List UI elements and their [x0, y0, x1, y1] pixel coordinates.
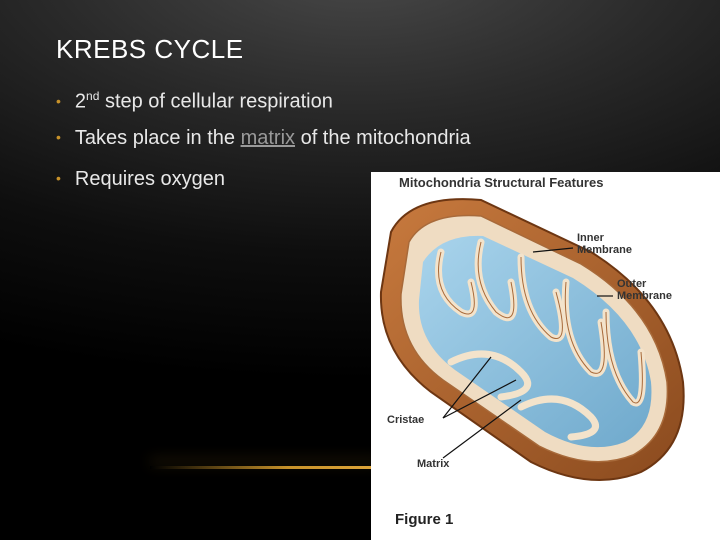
outer-membrane-label: Outer Membrane — [617, 278, 672, 302]
outer-label-line1: Outer — [617, 278, 647, 290]
cristae-label: Cristae — [387, 414, 425, 426]
bullet-text-pre: Takes place in the — [74, 127, 241, 149]
bullet-item: • Takes place in the matrix of the mitoch… — [56, 125, 471, 149]
label-pointers — [442, 247, 613, 459]
bullet-text-pre: 2 — [74, 90, 87, 113]
matrix-label: Matrix — [417, 458, 450, 470]
inner-label-line2: Membrane — [577, 244, 633, 256]
decorative-glow-line — [150, 466, 380, 469]
matrix-shape — [418, 235, 652, 448]
inner-membrane-label: Inner Membrane — [577, 232, 632, 256]
cristae-outlines — [438, 241, 643, 404]
bullet-item: • 2nd step of cellular respiration — [56, 84, 471, 113]
bullet-icon: • — [56, 170, 61, 186]
bullet-superscript: nd — [86, 89, 100, 103]
inner-label-line1: Inner — [577, 232, 604, 244]
bullet-icon: • — [56, 129, 61, 145]
bullet-text-post: of the mitochondria — [295, 127, 471, 149]
bullet-list: • 2nd step of cellular respiration • Takes… — [56, 84, 471, 207]
figure-title: Mitochondria Structural Features — [399, 175, 604, 190]
matrix-link[interactable]: matrix — [240, 127, 296, 149]
bullet-text: Requires oxygen — [74, 168, 225, 190]
outer-label-line2: Membrane — [617, 290, 673, 302]
mitochondria-illustration — [379, 198, 685, 481]
figure-caption: Figure 1 — [395, 511, 454, 528]
mitochondria-figure: Mitochondria Structural Features — [371, 172, 720, 540]
bullet-text-post: step of cellular respiration — [99, 90, 333, 113]
bullet-item: • Requires oxygen — [56, 166, 471, 190]
bullet-icon: • — [56, 92, 61, 109]
slide-title: KREBS CYCLE — [56, 34, 244, 64]
